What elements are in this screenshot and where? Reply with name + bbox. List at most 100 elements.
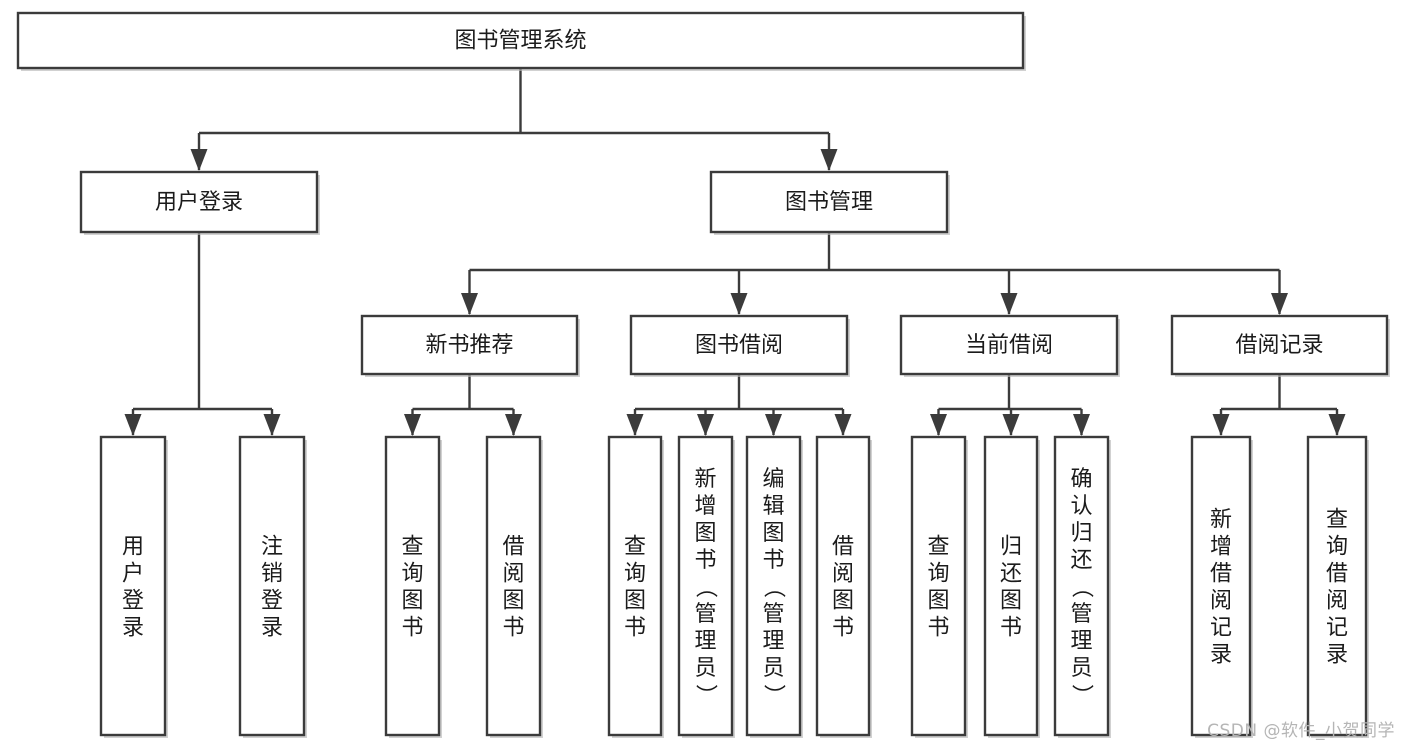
arrow-head-icon xyxy=(834,414,852,436)
node-label-char: 阅 xyxy=(502,562,524,587)
node-label-char: 阅 xyxy=(1210,589,1232,614)
node-label-char: 户 xyxy=(122,562,144,587)
arrow-head-icon xyxy=(1000,293,1018,315)
node-label-char: ） xyxy=(693,684,718,706)
node-box[interactable] xyxy=(16,11,1025,70)
node-label-char: 书 xyxy=(694,548,716,573)
node-label-char: 录 xyxy=(122,616,144,641)
node-label-char: 录 xyxy=(261,616,283,641)
node-label: 图书管理 xyxy=(785,190,873,215)
node-label-char: 员 xyxy=(762,656,784,681)
node-label-char: 图 xyxy=(624,589,646,614)
node-box[interactable] xyxy=(745,435,802,737)
node-l3-2[interactable]: 当前借阅 xyxy=(899,314,1120,377)
node-label-char: 阅 xyxy=(832,562,854,587)
node-root-0[interactable]: 图书管理系统 xyxy=(16,11,1026,71)
arrow-head-icon xyxy=(820,149,838,171)
watermark-label: CSDN @软件_小贺同学 xyxy=(1207,721,1395,741)
node-box[interactable] xyxy=(1053,435,1110,737)
node-label-char: 增 xyxy=(694,494,716,519)
node-l3-1[interactable]: 图书借阅 xyxy=(629,314,850,377)
node-box[interactable] xyxy=(238,435,306,737)
node-label-char: 查 xyxy=(927,535,949,560)
node-label-char: 销 xyxy=(261,562,283,587)
node-label-char: 辑 xyxy=(762,494,784,519)
node-label-char: 认 xyxy=(1070,494,1092,519)
node-label-char: 录 xyxy=(1326,643,1348,668)
node-l3-0[interactable]: 新书推荐 xyxy=(360,314,580,377)
node-l2-0[interactable]: 用户登录 xyxy=(79,170,320,235)
arrow-head-icon xyxy=(404,414,421,436)
node-label: 用户登录 xyxy=(155,190,243,215)
node-box[interactable] xyxy=(360,314,579,376)
node-label-char: 管 xyxy=(1070,602,1092,627)
node-label-char: 记 xyxy=(1326,616,1348,641)
node-label-char: 借 xyxy=(1326,562,1348,587)
node-label-char: 登 xyxy=(122,589,144,614)
node-box[interactable] xyxy=(1170,314,1389,376)
arrow-head-icon xyxy=(1212,414,1230,436)
node-label: 当前借阅 xyxy=(965,333,1053,358)
node-box[interactable] xyxy=(709,170,949,234)
node-leaf-0[interactable]: 用户登录 xyxy=(99,435,168,738)
node-box[interactable] xyxy=(607,435,663,737)
node-label-char: 归 xyxy=(1000,535,1022,560)
node-box[interactable] xyxy=(99,435,167,737)
node-l2-1[interactable]: 图书管理 xyxy=(709,170,950,235)
node-label-char: 书 xyxy=(832,616,854,641)
node-label-char: 还 xyxy=(1000,562,1022,587)
node-label-char: 新 xyxy=(694,467,716,492)
arrow-head-icon xyxy=(1073,414,1090,436)
node-l3-3[interactable]: 借阅记录 xyxy=(1170,314,1390,377)
node-label-char: 书 xyxy=(1000,616,1022,641)
node-label-char: 书 xyxy=(401,616,423,641)
node-label-char: 登 xyxy=(261,589,283,614)
node-box[interactable] xyxy=(899,314,1119,376)
arrow-head-icon xyxy=(1328,414,1346,436)
node-label-char: ） xyxy=(761,684,786,706)
node-box[interactable] xyxy=(384,435,441,737)
node-label-char: 查 xyxy=(1326,508,1348,533)
node-label: 图书借阅 xyxy=(695,333,783,358)
node-label-char: 用 xyxy=(122,535,144,560)
node-box[interactable] xyxy=(910,435,967,737)
node-box[interactable] xyxy=(983,435,1039,737)
node-label-char: 员 xyxy=(1070,656,1092,681)
node-label-char: （ xyxy=(693,576,718,598)
arrow-head-icon xyxy=(730,293,748,315)
node-box[interactable] xyxy=(815,435,871,737)
node-label-char: 管 xyxy=(694,602,716,627)
node-box[interactable] xyxy=(1190,435,1252,737)
arrow-head-icon xyxy=(461,293,478,315)
arrow-head-icon xyxy=(930,414,947,436)
node-box[interactable] xyxy=(1306,435,1368,737)
node-label-char: 借 xyxy=(502,535,524,560)
node-box[interactable] xyxy=(485,435,542,737)
node-label-char: （ xyxy=(1069,576,1094,598)
node-label-char: 增 xyxy=(1210,535,1232,560)
node-label-char: 记 xyxy=(1210,616,1232,641)
arrow-head-icon xyxy=(1002,414,1020,436)
arrow-head-icon xyxy=(505,414,522,436)
node-box[interactable] xyxy=(79,170,319,234)
node-box[interactable] xyxy=(629,314,849,376)
node-label-char: 图 xyxy=(502,589,524,614)
node-label: 借阅记录 xyxy=(1235,333,1323,358)
node-label-char: 图 xyxy=(927,589,949,614)
node-label-char: 询 xyxy=(1326,535,1348,560)
node-box[interactable] xyxy=(677,435,734,737)
node-label-char: 理 xyxy=(1070,629,1092,654)
